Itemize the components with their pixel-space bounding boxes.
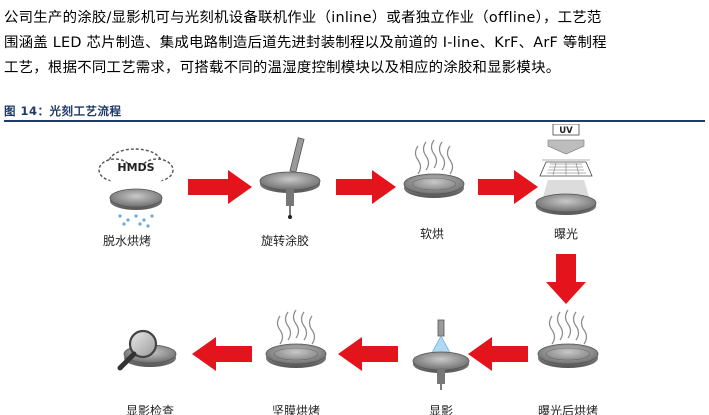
paragraph-line-1: 公司生产的涂胶/显影机可与光刻机设备联机作业（inline）或者独立作业（off…: [4, 10, 602, 26]
magnifier-icon: [117, 329, 158, 371]
flow-arrow-down-icon: [546, 254, 586, 304]
step-label: 曝光: [554, 227, 578, 241]
wafer-icon: [537, 343, 599, 368]
flow-arrow-right-icon: [188, 170, 252, 204]
step-label: 显影检查: [126, 403, 174, 415]
wafer-icon: [403, 173, 465, 198]
vapor-dots-icon: [118, 214, 154, 228]
wafer-icon: [109, 188, 163, 210]
heat-waves-icon: [414, 139, 454, 175]
step-spin-coating: 旋转涂胶: [259, 137, 321, 248]
step-soft-bake: 软烘: [403, 139, 465, 241]
step-label: 软烘: [420, 227, 444, 241]
step-development: 显影: [412, 319, 470, 415]
step-label: 坚膜烘烤: [272, 403, 320, 415]
step-exposure: UV 曝光: [535, 124, 597, 241]
step-post-exposure-bake: 曝光后烘烤: [537, 309, 599, 415]
uv-label: UV: [559, 126, 573, 136]
figure-title: 图 14：光刻工艺流程: [4, 104, 122, 118]
photomask-icon: [539, 161, 593, 177]
paragraph-line-2: 围涵盖 LED 芯片制造、集成电路制造后道先进封装制程以及前道的 I-line、…: [4, 35, 607, 51]
nozzle-icon: [289, 137, 305, 173]
step-label: 旋转涂胶: [261, 233, 309, 248]
flow-arrow-left-icon: [192, 337, 252, 371]
figure-title-rule: [4, 120, 705, 122]
step-label: 显影: [429, 404, 453, 415]
lithography-flow-diagram: HMDS 脱水烘烤 旋转涂胶: [98, 124, 599, 415]
step-label: 曝光后烘烤: [538, 403, 598, 415]
hmds-cloud-icon: HMDS: [98, 148, 174, 187]
nozzle-icon: [437, 319, 445, 337]
hmds-label: HMDS: [117, 161, 154, 174]
step-hard-bake: 坚膜烘烤: [265, 309, 327, 415]
flow-arrow-left-icon: [468, 337, 528, 371]
paragraph-line-3: 工艺，根据不同工艺需求，可搭载不同的温湿度控制模块以及相应的涂胶和显影模块。: [4, 60, 561, 76]
step-dehydration-bake: HMDS 脱水烘烤: [98, 148, 174, 248]
heat-waves-icon: [276, 309, 316, 345]
flow-arrow-right-icon: [478, 170, 538, 204]
flow-arrow-left-icon: [338, 337, 398, 371]
step-label: 脱水烘烤: [103, 233, 151, 248]
spin-chuck-icon: [259, 171, 321, 219]
wafer-icon: [535, 193, 597, 215]
heat-waves-icon: [548, 309, 588, 345]
spin-chuck-icon: [412, 351, 470, 390]
step-development-inspection: 显影检查: [117, 329, 177, 415]
body-paragraph: 公司生产的涂胶/显影机可与光刻机设备联机作业（inline）或者独立作业（off…: [4, 6, 705, 81]
uv-arrows-icon: [542, 139, 590, 161]
wafer-icon: [265, 343, 327, 368]
flow-arrow-right-icon: [336, 170, 396, 204]
